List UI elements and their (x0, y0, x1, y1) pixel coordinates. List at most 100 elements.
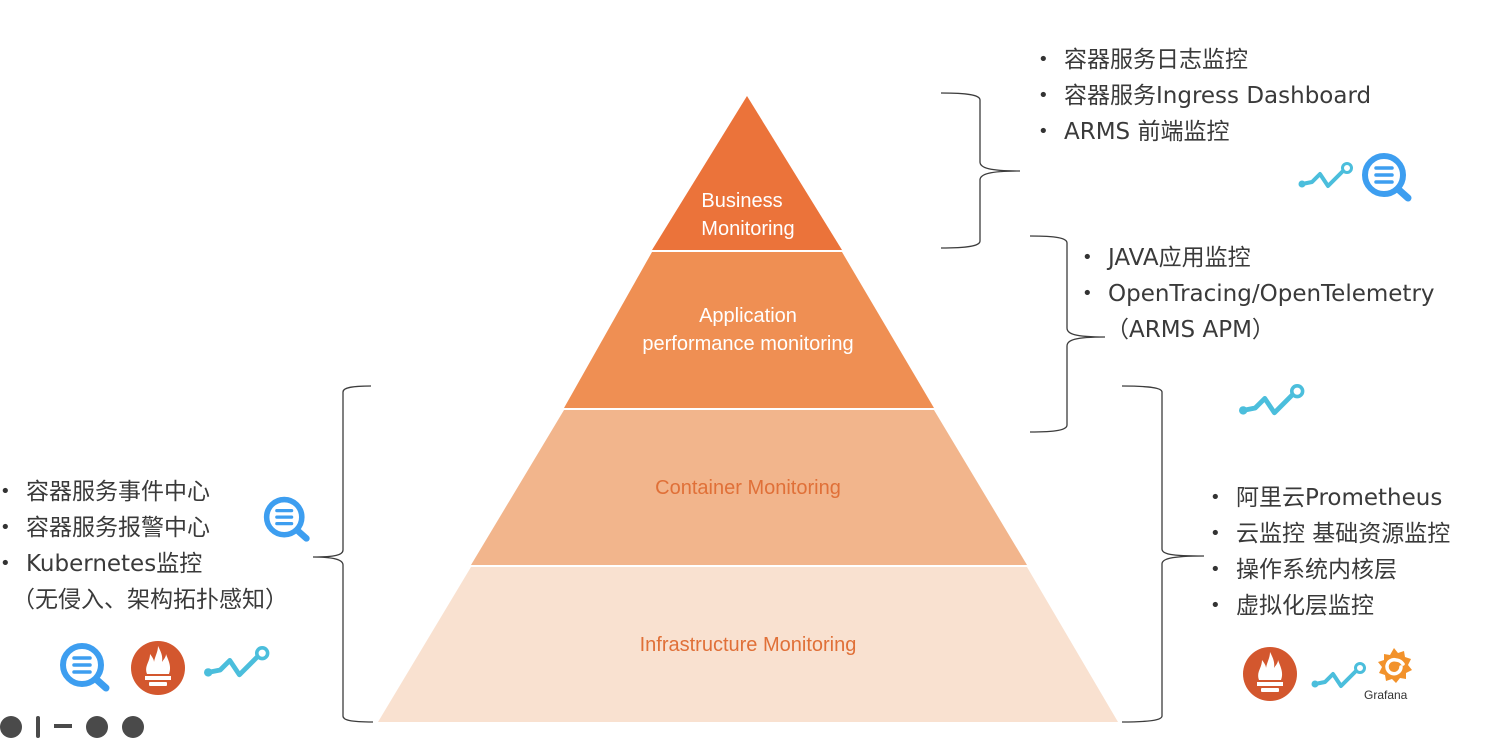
trace-dot (1311, 680, 1319, 688)
torch-base (1261, 688, 1279, 692)
bullet: • (1210, 595, 1221, 616)
list-item: • Kubernetes监控 (0, 546, 288, 582)
arms-trace-icon (1311, 662, 1366, 688)
application-label-line1: Application (699, 305, 797, 327)
sls-log-icon (1362, 153, 1412, 202)
grafana-swirl (1385, 657, 1405, 676)
trace-line (1313, 668, 1359, 688)
list-item: • OpenTracing/OpenTelemetry (1080, 276, 1435, 312)
list-item: • 容器服务报警中心 (0, 510, 288, 546)
trace-end-dot (1341, 162, 1353, 174)
item-text: （无侵入、架构拓扑感知） (12, 587, 288, 613)
layer-container (471, 410, 1027, 565)
flame (1258, 652, 1283, 680)
bullet: • (0, 553, 11, 574)
list-item: • JAVA应用监控 (1080, 240, 1435, 276)
list-item: • 容器服务Ingress Dashboard (1036, 78, 1371, 114)
brace-business (940, 92, 1021, 249)
bullet: • (0, 517, 11, 538)
trace-line (205, 653, 261, 678)
trace-dot (1239, 406, 1248, 415)
toolbar-button[interactable] (0, 716, 22, 738)
item-text: 云监控 基础资源监控 (1236, 521, 1451, 547)
business-label-line1: Business (701, 190, 782, 212)
item-text: 操作系统内核层 (1236, 557, 1397, 583)
list-item: • 操作系统内核层 (1208, 552, 1450, 588)
bullet: • (1210, 559, 1221, 580)
item-text: OpenTracing/OpenTelemetry (1108, 281, 1435, 307)
bullet: • (0, 481, 11, 502)
layer-infrastructure (378, 567, 1118, 722)
trace-dot (1298, 180, 1306, 188)
item-text: 容器服务报警中心 (26, 515, 210, 541)
item-text: （ARMS APM） (1106, 317, 1275, 343)
list-item: • 容器服务日志监控 (1036, 42, 1371, 78)
sls-log-icon (60, 643, 110, 692)
bullet: • (1210, 487, 1221, 508)
magnifier-ring (60, 643, 104, 687)
grafana-icon (1378, 648, 1412, 683)
list-item: • 虚拟化层监控 (1208, 588, 1450, 624)
trace-end-dot (255, 646, 270, 661)
bullet: • (1038, 121, 1049, 142)
prometheus-icon (1243, 647, 1297, 701)
arms-trace-icon (1239, 384, 1305, 416)
brace-container (312, 385, 374, 723)
business-monitoring-list: • 容器服务日志监控 • 容器服务Ingress Dashboard • ARMS 前… (1036, 42, 1371, 150)
toolbar-button[interactable] (122, 716, 144, 738)
toolbar-button[interactable] (54, 724, 72, 728)
item-text: 容器服务日志监控 (1064, 47, 1248, 73)
item-text: Kubernetes监控 (26, 551, 203, 577)
list-item-continuation: （ARMS APM） (1080, 312, 1435, 348)
trace-line (1300, 168, 1346, 188)
trace-end-dot (1290, 384, 1305, 399)
prometheus-icon (131, 641, 185, 695)
arms-trace-icon (204, 646, 270, 678)
brace-application (1029, 235, 1106, 433)
bottom-toolbar (0, 716, 144, 738)
grafana-gear (1378, 648, 1412, 683)
bullet: • (1038, 49, 1049, 70)
list-item: • 阿里云Prometheus (1208, 480, 1450, 516)
trace-dot (204, 668, 213, 677)
container-monitoring-list: • 容器服务事件中心 • 容器服务报警中心 • Kubernetes监控 （无侵入、架… (0, 474, 288, 618)
sls-log-icon (263, 496, 310, 542)
bullet: • (1210, 523, 1221, 544)
infrastructure-label: Infrastructure Monitoring (640, 634, 857, 656)
torch-bar (145, 676, 171, 680)
item-text: JAVA应用监控 (1108, 245, 1251, 271)
application-label-line2: performance monitoring (642, 333, 853, 355)
list-item-continuation: （无侵入、架构拓扑感知） (0, 582, 288, 618)
toolbar-button[interactable] (36, 716, 40, 738)
bullet: • (1038, 85, 1049, 106)
item-text: 容器服务事件中心 (26, 479, 210, 505)
magnifier-handle (93, 676, 110, 692)
torch-base (149, 682, 167, 686)
brace-infrastructure (1121, 385, 1205, 723)
list-item: • 云监控 基础资源监控 (1208, 516, 1450, 552)
torch-bar (1257, 682, 1283, 686)
layer-business (652, 96, 842, 250)
item-text: 虚拟化层监控 (1236, 593, 1374, 619)
toolbar-button[interactable] (86, 716, 108, 738)
application-monitoring-list: • JAVA应用监控 • OpenTracing/OpenTelemetry （AR… (1080, 240, 1435, 348)
item-text: ARMS 前端监控 (1064, 119, 1230, 145)
bullet: • (1082, 247, 1093, 268)
item-text: 容器服务Ingress Dashboard (1064, 83, 1372, 109)
magnifier-ring (1362, 153, 1406, 197)
container-label: Container Monitoring (655, 477, 841, 499)
list-item: • 容器服务事件中心 (0, 474, 288, 510)
magnifier-handle (1395, 186, 1412, 202)
magnifier-handle (294, 527, 310, 542)
flame (146, 646, 171, 674)
arms-trace-icon (1298, 162, 1353, 188)
infrastructure-monitoring-list: • 阿里云Prometheus • 云监控 基础资源监控 • 操作系统内核层 • 虚拟化… (1208, 480, 1450, 624)
bullet: • (1082, 283, 1093, 304)
layer-application (564, 252, 934, 408)
trace-line (1240, 391, 1297, 416)
trace-end-dot (1354, 662, 1366, 674)
item-text: 阿里云Prometheus (1236, 485, 1443, 511)
list-item: • ARMS 前端监控 (1036, 114, 1371, 150)
business-label-line2: Monitoring (701, 218, 794, 240)
